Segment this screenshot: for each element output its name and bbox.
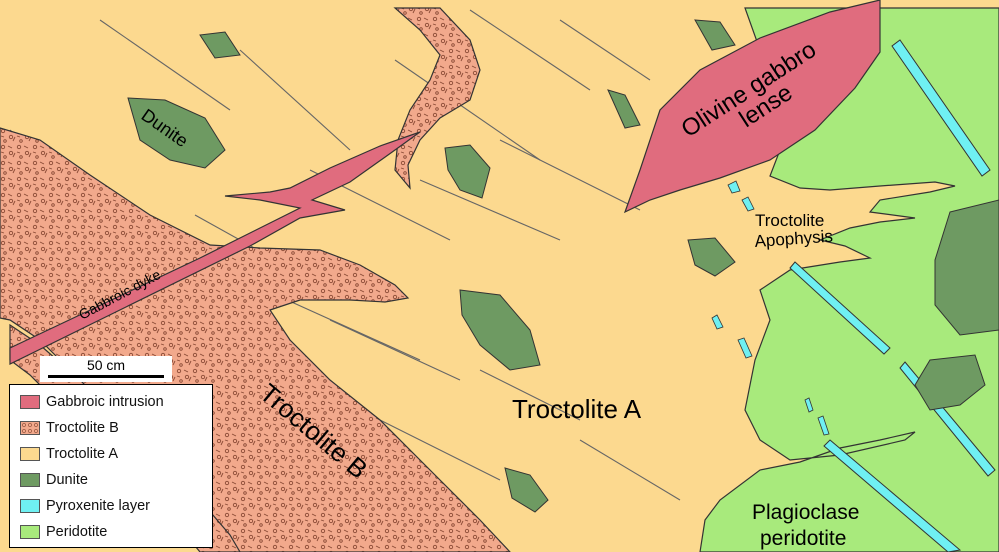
legend-item-pyroxenite: Pyroxenite layer: [20, 497, 150, 515]
troctolite-a-swatch: [20, 447, 40, 461]
gabbroic-swatch: [20, 395, 40, 409]
legend-label: Peridotite: [46, 524, 107, 540]
legend-label: Troctolite A: [46, 446, 118, 462]
plagioclase-peridotite-label-line1: Plagioclase: [752, 501, 859, 524]
legend-label: Pyroxenite layer: [46, 498, 150, 514]
troctolite-b-swatch: [20, 421, 40, 435]
legend: Gabbroic intrusion Troctolite B Troctoli…: [9, 384, 213, 548]
legend-label: Gabbroic intrusion: [46, 394, 164, 410]
peridotite-swatch: [20, 525, 40, 539]
legend-item-gabbroic: Gabbroic intrusion: [20, 393, 164, 411]
legend-item-dunite: Dunite: [20, 471, 88, 489]
dunite-swatch: [20, 473, 40, 487]
legend-label: Troctolite B: [46, 420, 119, 436]
legend-label: Dunite: [46, 472, 88, 488]
pyroxenite-swatch: [20, 499, 40, 513]
legend-item-troctolite-a: Troctolite A: [20, 445, 118, 463]
troctolite-a-label: Troctolite A: [512, 394, 642, 424]
scale-label: 50 cm: [40, 357, 172, 373]
scale-line: [48, 375, 164, 378]
plagioclase-peridotite-label-line2: peridotite: [760, 527, 846, 550]
legend-item-peridotite: Peridotite: [20, 523, 107, 541]
scale-bar: 50 cm: [40, 356, 172, 382]
legend-item-troctolite-b: Troctolite B: [20, 419, 119, 437]
